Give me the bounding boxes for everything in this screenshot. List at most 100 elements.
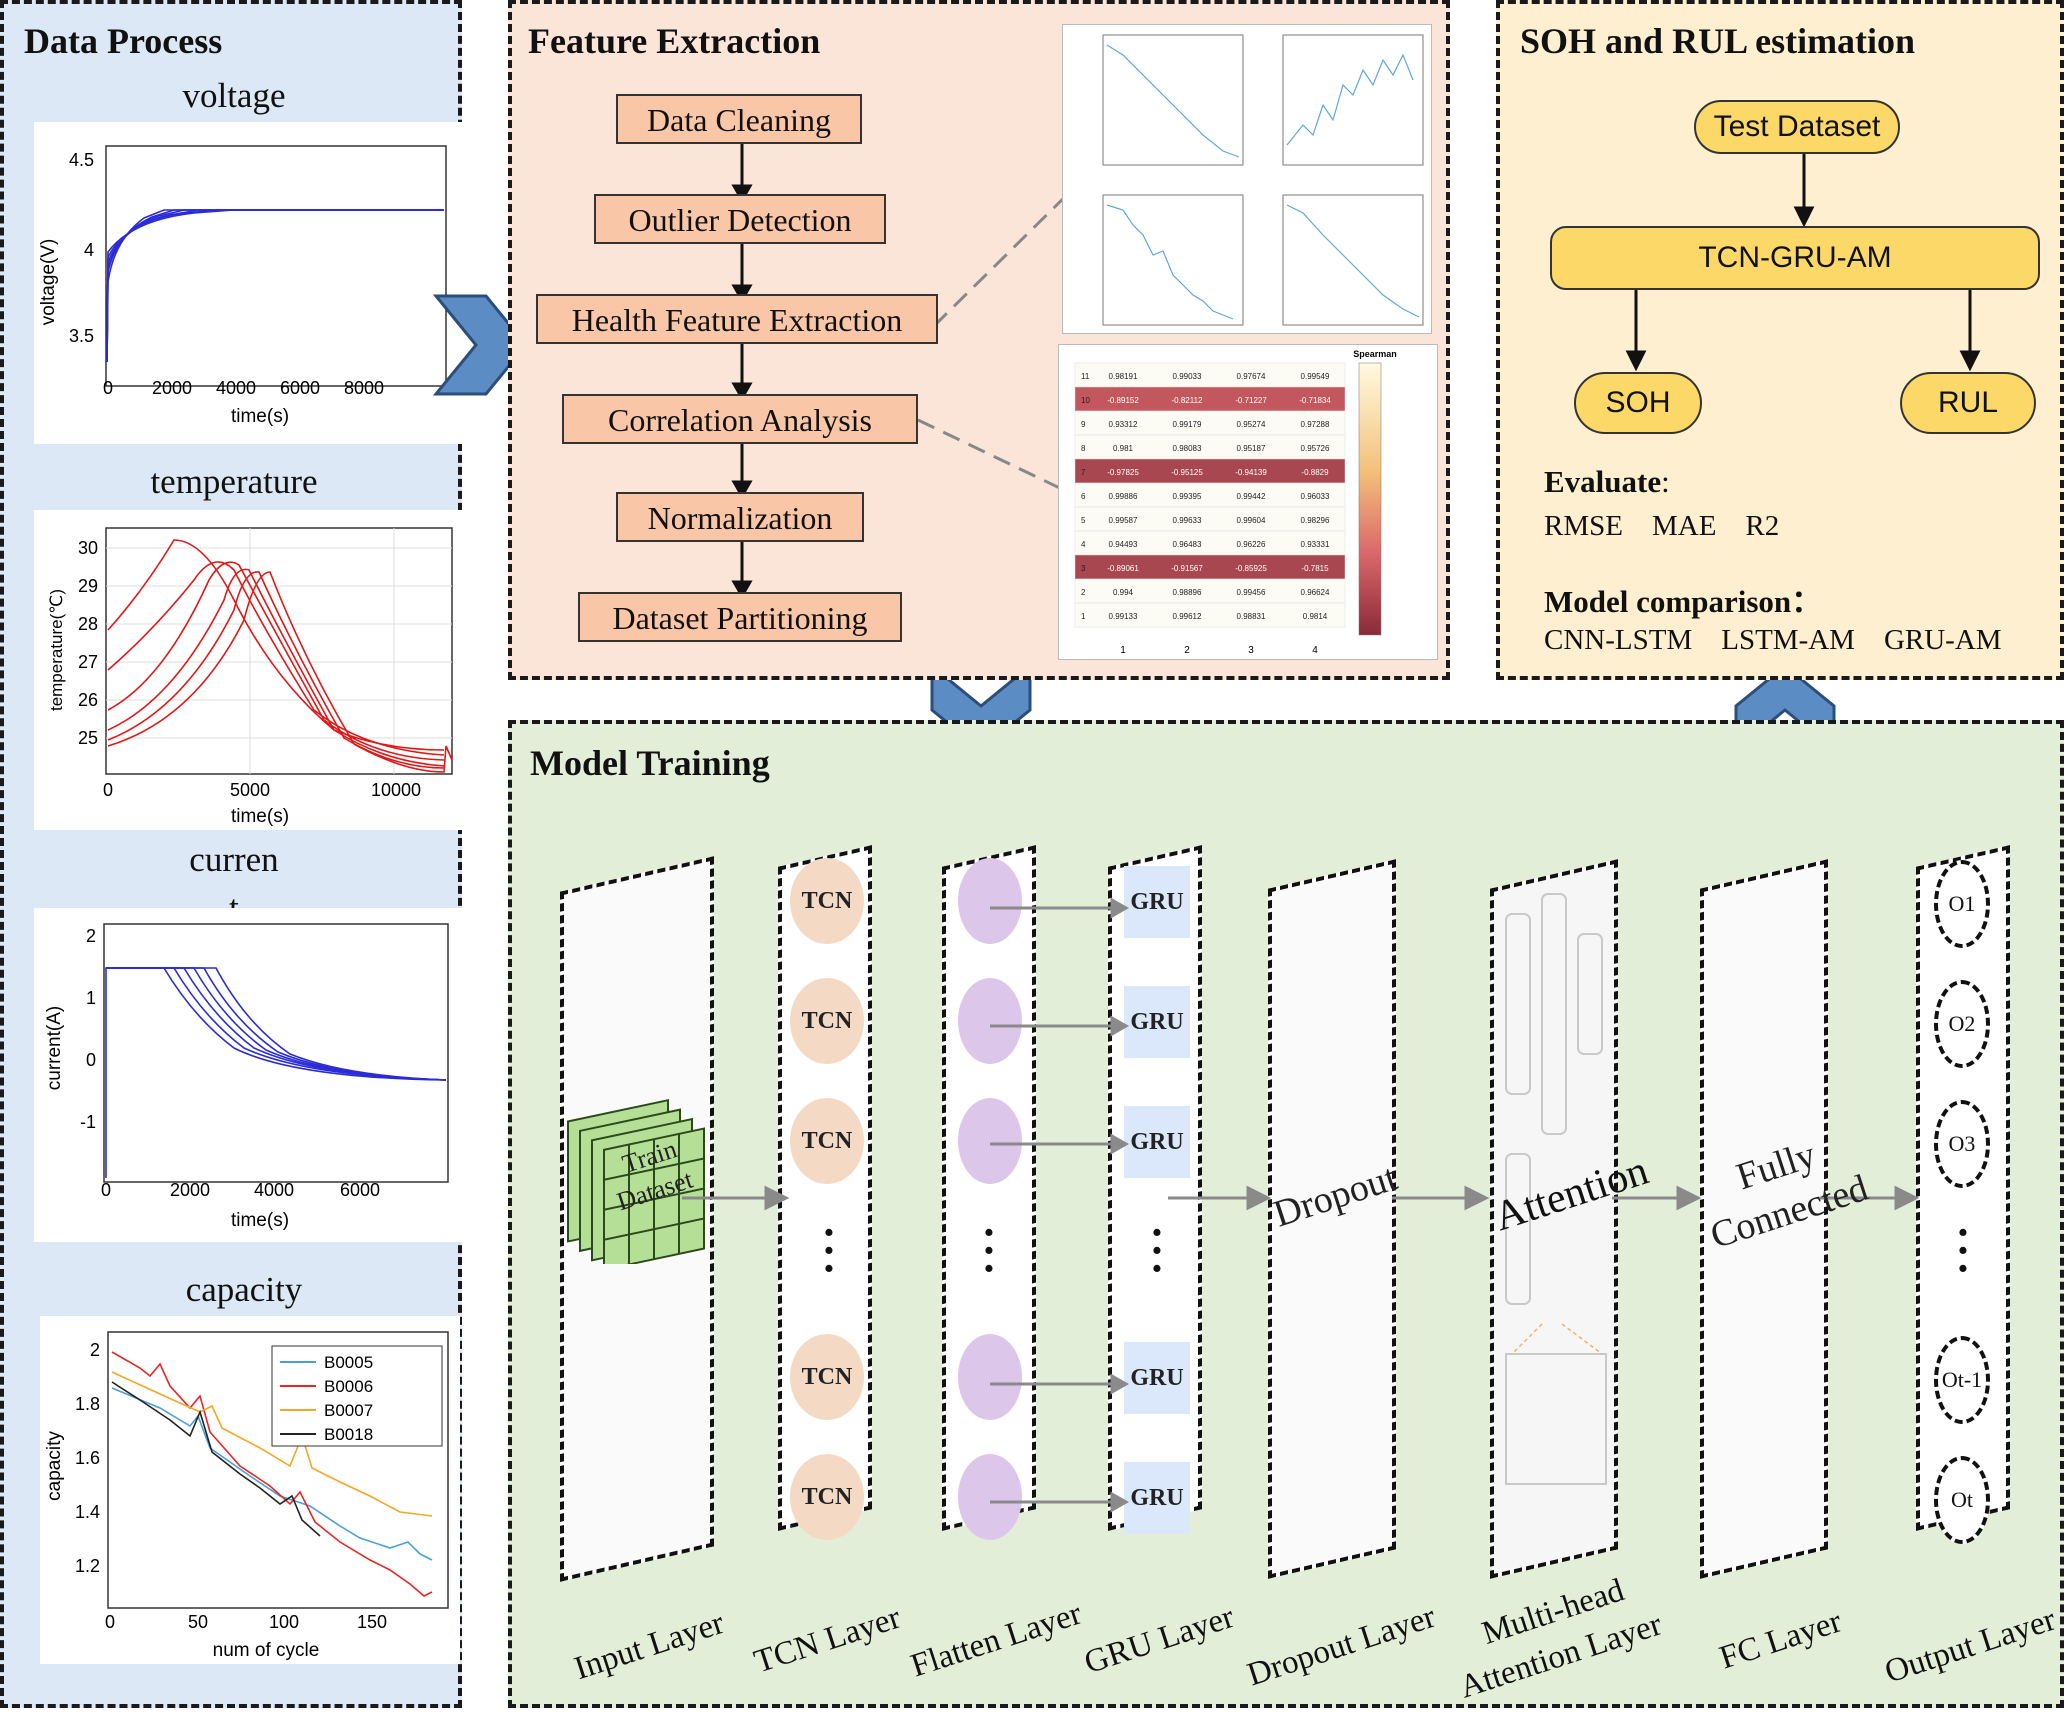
heatmap-cell: 0.95187 [1237,444,1266,453]
heatmap-cell: 0.9814 [1303,612,1328,621]
capacity-ytick: 1.4 [75,1502,100,1522]
flow-arrows [731,140,1080,600]
heatmap-row [1074,458,1346,484]
step-correlation-analysis: Correlation Analysis [562,394,918,444]
heatmap-cell: 0.99549 [1301,372,1330,381]
heatmap-cell: 4 [1081,540,1086,549]
voltage-ylabel: voltage(V) [38,239,59,326]
temperature-xtick: 10000 [371,780,421,800]
heatmap-cell: 0.98083 [1173,444,1202,453]
temperature-ytick: 25 [78,728,98,748]
heatmap-cell: -0.89152 [1107,396,1139,405]
heatmap-cell: 0.94493 [1109,540,1138,549]
heatmap-cell: 0.96483 [1173,540,1202,549]
heatmap-row [1074,410,1346,436]
heatmap-cell: -0.97825 [1107,468,1139,477]
heatmap-cell: 8 [1081,444,1086,453]
step-dataset-partitioning: Dataset Partitioning [578,592,902,642]
legend-entry: B0006 [324,1377,373,1396]
heatmap-cell: 0.99456 [1237,588,1266,597]
heatmap-cell: 10 [1081,396,1090,405]
soh-output: SOH [1574,372,1702,434]
current-xtick: 0 [101,1180,111,1200]
heatmap-row [1074,386,1346,412]
heatmap-col: 1 [1120,645,1126,656]
rul-output: RUL [1900,372,2036,434]
attention-internals [1505,893,1607,1485]
heatmap-cell: 0.98831 [1237,612,1266,621]
legend-entry: B0018 [324,1425,373,1444]
heatmap-title: Spearman [1353,349,1397,359]
health-feature-plots [1062,24,1432,334]
capacity-ytick: 1.8 [75,1394,100,1414]
heatmap-colorbar: Spearman [1353,349,1397,636]
soh-rul-panel: SOH and RUL estimation Test Dataset TCN-… [1496,0,2064,680]
capacity-xtick: 100 [269,1612,299,1632]
legend-entry: B0007 [324,1401,373,1420]
data-process-title: Data Process [24,21,223,61]
heatmap-row [1074,578,1346,604]
tcn-node: TCN [790,1454,864,1540]
heatmap-cell: 0.98191 [1109,372,1138,381]
voltage-xtick: 6000 [280,378,320,398]
heatmap-cell: 7 [1081,468,1086,477]
temperature-xtick: 0 [103,780,113,800]
heatmap-cell: 0.99133 [1109,612,1138,621]
heatmap-cell: 6 [1081,492,1086,501]
heatmap-cell: -0.89061 [1107,564,1139,573]
feature-extraction-title: Feature Extraction [528,21,821,61]
capacity-plot: 2 1.8 1.6 1.4 1.2 0 50 100 150 num of cy… [40,1316,460,1664]
output-node: O1 [1934,860,1990,948]
voltage-ytick: 3.5 [69,326,94,346]
output-node: O2 [1934,980,1990,1068]
voltage-xtick: 4000 [216,378,256,398]
voltage-curves [106,209,444,363]
current-xtick: 6000 [340,1180,380,1200]
current-label-line2: t [134,888,334,928]
chevron-right-icon [432,294,528,396]
temperature-plot: 30 29 28 27 26 25 0 5000 10000 time(s) t… [34,510,466,830]
capacity-label: capacity [185,1270,303,1309]
soh-rul-title: SOH and RUL estimation [1520,21,1916,61]
temperature-chart: 30 29 28 27 26 25 0 5000 10000 time(s) t… [47,527,453,827]
capacity-ytick: 1.6 [75,1448,100,1468]
heatmap-cell: 3 [1081,564,1086,573]
temperature-ytick: 26 [78,690,98,710]
ellipsis-icon: ··· [1149,1208,1165,1293]
heatmap-cell: 0.99886 [1109,492,1138,501]
heatmap-cell: 0.96624 [1301,588,1330,597]
heatmap-cell: -0.91567 [1171,564,1203,573]
flatten-node [958,978,1022,1064]
voltage-chart: 4.5 4 3.5 0 2000 4000 6000 8000 time(s) … [38,145,447,427]
test-dataset-box: Test Dataset [1694,100,1900,154]
voltage-xtick: 0 [103,378,113,398]
temperature-xtick: 5000 [230,780,270,800]
legend-entry: B0005 [324,1353,373,1372]
evaluate-colon: : [1661,464,1670,499]
heatmap-cell: 0.97288 [1301,420,1330,429]
capacity-ytick: 2 [90,1340,100,1360]
data-process-panel: Data Process voltage 4.5 4 3.5 0 2000 40… [0,0,466,1708]
heatmap-cell: 0.98296 [1301,516,1330,525]
current-xtick: 4000 [254,1180,294,1200]
current-plot: 2 1 0 -1 0 2000 4000 6000 time(s) curren… [34,908,466,1242]
capacity-ylabel: capacity [44,1431,65,1501]
heatmap-col: 3 [1248,645,1254,656]
heatmap-row [1074,602,1346,628]
output-node: Ot [1934,1456,1990,1544]
layer-connections [682,897,1920,1513]
heatmap-cell: 0.99395 [1173,492,1202,501]
gru-node: GRU [1124,1106,1190,1178]
heatmap-cell: -0.95125 [1171,468,1203,477]
heatmap-cell: -0.7815 [1301,564,1329,573]
current-xlabel: time(s) [231,1210,289,1231]
heatmap-cell: 9 [1081,420,1086,429]
heatmap-col: 4 [1312,645,1318,656]
heatmap-cell: -0.71834 [1299,396,1331,405]
comparison-models: CNN-LSTM LSTM-AM GRU-AM [1544,624,2002,656]
current-chart: 2 1 0 -1 0 2000 4000 6000 time(s) curren… [44,923,449,1231]
heatmap-cell: 0.93331 [1301,540,1330,549]
flatten-node [958,1454,1022,1540]
